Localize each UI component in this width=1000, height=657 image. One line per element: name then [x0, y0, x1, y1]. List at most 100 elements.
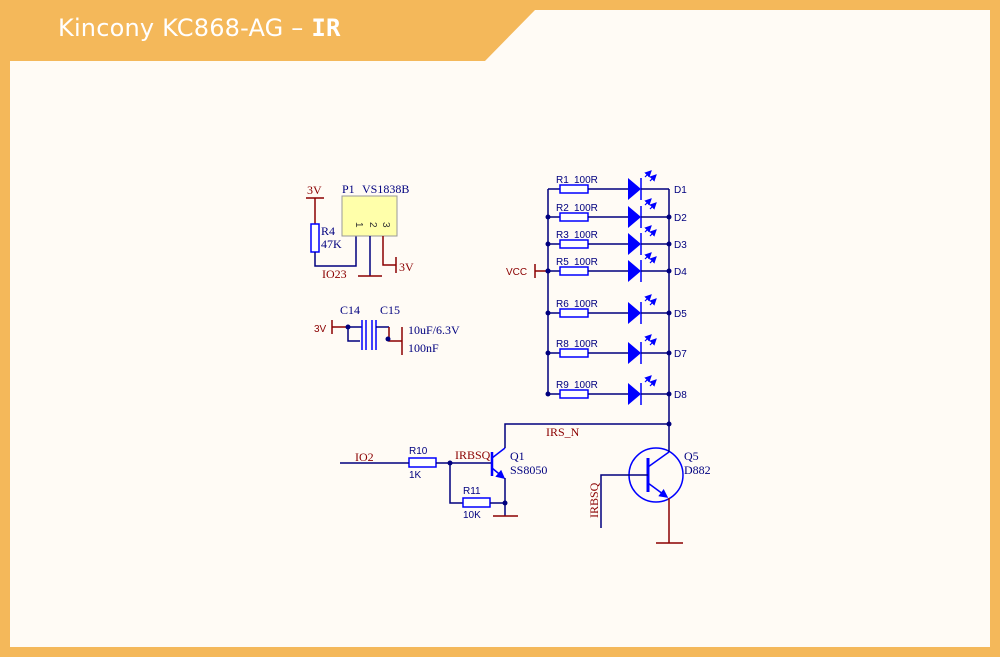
resistor-value: 100R	[574, 175, 598, 186]
q5-part: D882	[684, 463, 711, 477]
led-ref: D7	[674, 349, 687, 360]
junction-dot	[545, 268, 551, 274]
c14-value: 10uF/6.3V	[408, 323, 460, 337]
driver-q5-section: Q5 D882 IRBSQ	[587, 421, 711, 544]
r11-ref: R11	[463, 486, 481, 497]
receiver-section: 3V R4 47K IO23 P1 VS1838B 1 2 3 3V	[306, 182, 414, 281]
junction-dot	[666, 268, 672, 274]
led-d7	[628, 342, 641, 364]
vcc-label: VCC	[506, 267, 527, 278]
led-ref: D2	[674, 213, 687, 224]
resistor-value: 100R	[574, 203, 598, 214]
led-d8	[628, 383, 641, 405]
io23-net-label: IO23	[322, 267, 347, 281]
r4-ref: R4	[321, 224, 335, 238]
led-ref: D3	[674, 240, 687, 251]
resistor-r3	[559, 239, 589, 249]
pin-1-label: 1	[353, 222, 364, 228]
io2-net-label: IO2	[355, 450, 374, 464]
resistor-r6	[559, 308, 589, 318]
junction-dot	[545, 214, 551, 220]
light-ray-icon	[644, 294, 652, 302]
resistor-ref: R1	[556, 175, 569, 186]
resistor-ref: R2	[556, 203, 569, 214]
r10-value: 1K	[409, 470, 422, 481]
title-banner	[0, 0, 1000, 61]
light-ray-icon	[649, 338, 657, 346]
led-ref: D4	[674, 267, 687, 278]
ic-p1-ref: P1	[342, 182, 355, 196]
led-d1	[628, 178, 641, 200]
pin-3-label: 3	[380, 222, 391, 228]
resistor-ref: R8	[556, 339, 569, 350]
resistor-value: 100R	[574, 257, 598, 268]
resistor-value: 100R	[574, 230, 598, 241]
q5-base-net: IRBSQ	[587, 482, 601, 518]
light-ray-icon	[649, 379, 657, 387]
cap-power-label: 3V	[314, 324, 327, 335]
led-d3	[628, 233, 641, 255]
resistor-r11	[462, 497, 491, 508]
ic-p1-body	[341, 195, 398, 237]
capacitor-section: 3V C14 C15 10uF/6.3V 100nF	[314, 303, 460, 355]
title-bold: IR	[311, 14, 341, 42]
resistor-r4	[310, 223, 320, 253]
light-ray-icon	[644, 334, 652, 342]
led-ref: D5	[674, 309, 687, 320]
junction-dot	[666, 310, 672, 316]
resistor-value: 100R	[574, 339, 598, 350]
light-ray-icon	[649, 202, 657, 210]
junction-dot	[545, 241, 551, 247]
r4-value: 47K	[321, 237, 342, 251]
collector-net-label: IRS_N	[546, 425, 580, 439]
light-ray-icon	[649, 229, 657, 237]
r10-ref: R10	[409, 446, 428, 457]
junction-dot	[545, 310, 551, 316]
c15-value: 100nF	[408, 341, 439, 355]
led-ref: D1	[674, 185, 687, 196]
junction-dot	[666, 214, 672, 220]
q1-part: SS8050	[510, 463, 547, 477]
page-title: Kincony KC868-AG – IR	[58, 14, 341, 42]
driver-q1-section: IO2 R10 1K IRBSQ R11 10K Q1 SS8050 IRS_N	[340, 423, 669, 521]
resistor-ref: R3	[556, 230, 569, 241]
junction-dot	[666, 391, 672, 397]
c15-ref: C15	[380, 303, 400, 317]
junction-dot	[666, 241, 672, 247]
resistor-r2	[559, 212, 589, 222]
resistor-r9	[559, 389, 589, 399]
resistor-ref: R9	[556, 380, 569, 391]
resistor-ref: R5	[556, 257, 569, 268]
q1-ref: Q1	[510, 449, 525, 463]
resistor-r1	[559, 184, 589, 194]
q5-ref: Q5	[684, 449, 699, 463]
c14-ref: C14	[340, 303, 360, 317]
junction-dot	[545, 391, 551, 397]
light-ray-icon	[644, 375, 652, 383]
resistor-value: 100R	[574, 299, 598, 310]
light-ray-icon	[644, 225, 652, 233]
resistor-r5	[559, 266, 589, 276]
led-d5	[628, 302, 641, 324]
led-d2	[628, 206, 641, 228]
light-ray-icon	[649, 298, 657, 306]
resistor-ref: R6	[556, 299, 569, 310]
led-ref: D8	[674, 390, 687, 401]
junction-dot	[666, 350, 672, 356]
resistor-value: 100R	[574, 380, 598, 391]
q1-base-net: IRBSQ	[455, 448, 491, 462]
resistor-r8	[559, 348, 589, 358]
schematic-canvas	[10, 10, 990, 647]
light-ray-icon	[649, 174, 657, 182]
receiver-power-label: 3V	[307, 183, 322, 197]
light-ray-icon	[644, 170, 652, 178]
light-ray-icon	[644, 252, 652, 260]
light-ray-icon	[644, 198, 652, 206]
led-d4	[628, 260, 641, 282]
junction-dot	[545, 350, 551, 356]
ic-p1-part: VS1838B	[362, 182, 409, 196]
resistor-r10	[408, 457, 437, 468]
pin3-power-label: 3V	[399, 260, 414, 274]
pin-2-label: 2	[367, 222, 378, 228]
